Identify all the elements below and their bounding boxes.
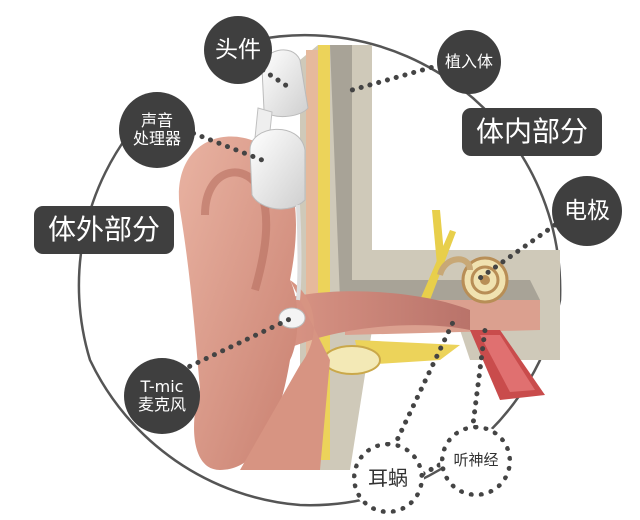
label-cochlea-text: 耳蜗 xyxy=(368,465,408,490)
label-headpiece-text: 头件 xyxy=(215,36,261,63)
label-headpiece: 头件 xyxy=(204,16,272,84)
label-auditory-nerve-text: 听神经 xyxy=(453,451,499,470)
external-device xyxy=(249,49,309,329)
label-external-part-text: 体外部分 xyxy=(47,212,160,246)
label-implant: 植入体 xyxy=(437,30,501,94)
label-sound-processor: 声音 处理器 xyxy=(119,92,195,168)
label-sound-processor-text: 声音 处理器 xyxy=(132,110,181,148)
label-cochlea: 耳蜗 xyxy=(352,442,424,514)
label-t-mic: T-mic 麦克风 xyxy=(124,358,200,434)
ear-canal xyxy=(280,291,470,350)
label-internal-part-text: 体内部分 xyxy=(475,114,588,148)
inner-ear xyxy=(437,256,545,400)
label-t-mic-text: T-mic 麦克风 xyxy=(137,376,186,414)
label-electrode: 电极 xyxy=(552,176,622,246)
label-internal-part: 体内部分 xyxy=(462,108,602,156)
label-electrode-text: 电极 xyxy=(564,197,610,224)
label-implant-text: 植入体 xyxy=(444,51,493,71)
label-external-part: 体外部分 xyxy=(34,206,174,254)
label-auditory-nerve: 听神经 xyxy=(440,425,512,497)
